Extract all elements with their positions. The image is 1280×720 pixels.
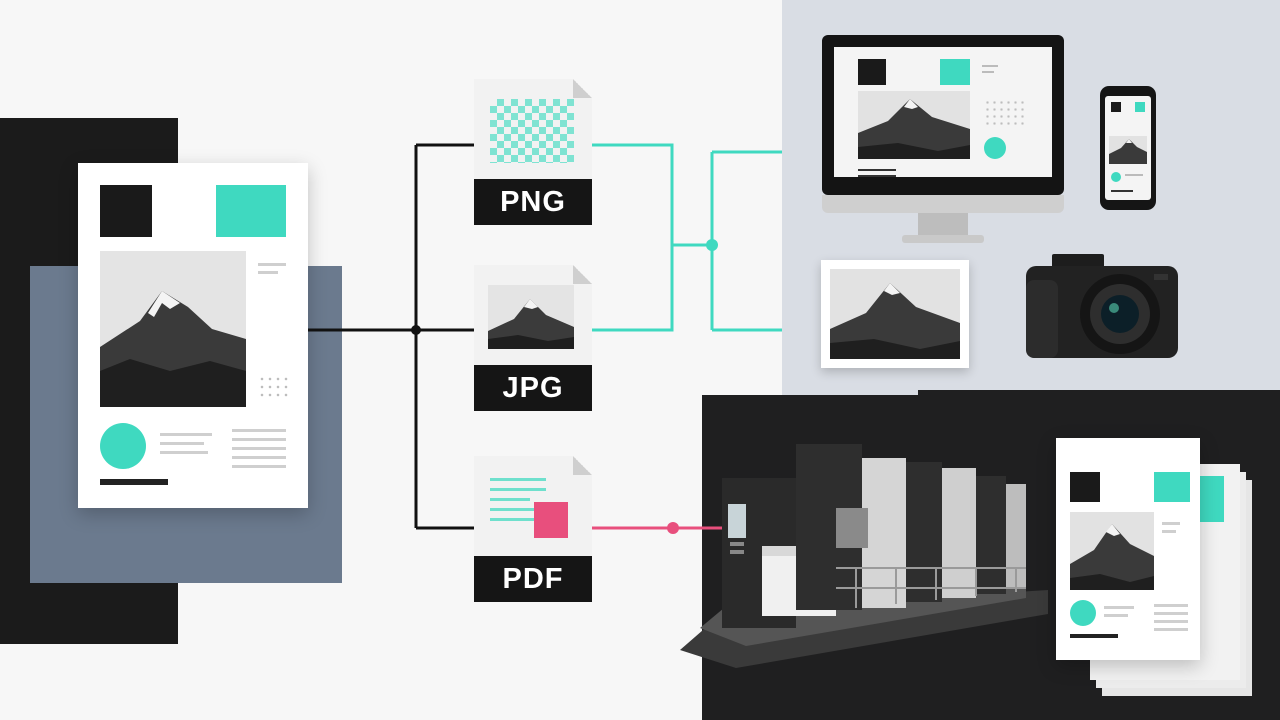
- black-square-block: [100, 185, 152, 237]
- paper-stack-icon: [1044, 436, 1254, 700]
- teal-rectangle-block: [216, 185, 286, 237]
- jpg-file-card: JPG: [474, 265, 592, 411]
- png-file-card: PNG: [474, 79, 592, 225]
- pdf-file-card: PDF: [474, 456, 592, 602]
- smartphone-icon: [1100, 86, 1156, 210]
- framed-print: [821, 260, 969, 368]
- print-outputs-panel-top: [918, 390, 1280, 400]
- mountain-photo-icon: [488, 285, 574, 349]
- jpg-label: JPG: [474, 365, 592, 411]
- checkerboard-transparency-icon: [490, 99, 574, 163]
- png-label: PNG: [474, 179, 592, 225]
- source-design-sheet: [78, 163, 308, 508]
- desktop-monitor-icon: [822, 35, 1064, 247]
- printing-press-icon: [680, 444, 1048, 668]
- dot-grid-ornament: [258, 375, 288, 401]
- teal-circle: [100, 423, 146, 469]
- pink-image-block: [534, 502, 568, 538]
- footer-dark-bar: [100, 479, 168, 485]
- printed-design-sheet: [1056, 438, 1200, 660]
- mountain-photo-icon: [100, 251, 246, 407]
- pdf-label: PDF: [474, 556, 592, 602]
- monitor-screen: [834, 47, 1052, 177]
- camera-icon: [1026, 254, 1178, 358]
- mountain-photo-icon: [830, 269, 960, 359]
